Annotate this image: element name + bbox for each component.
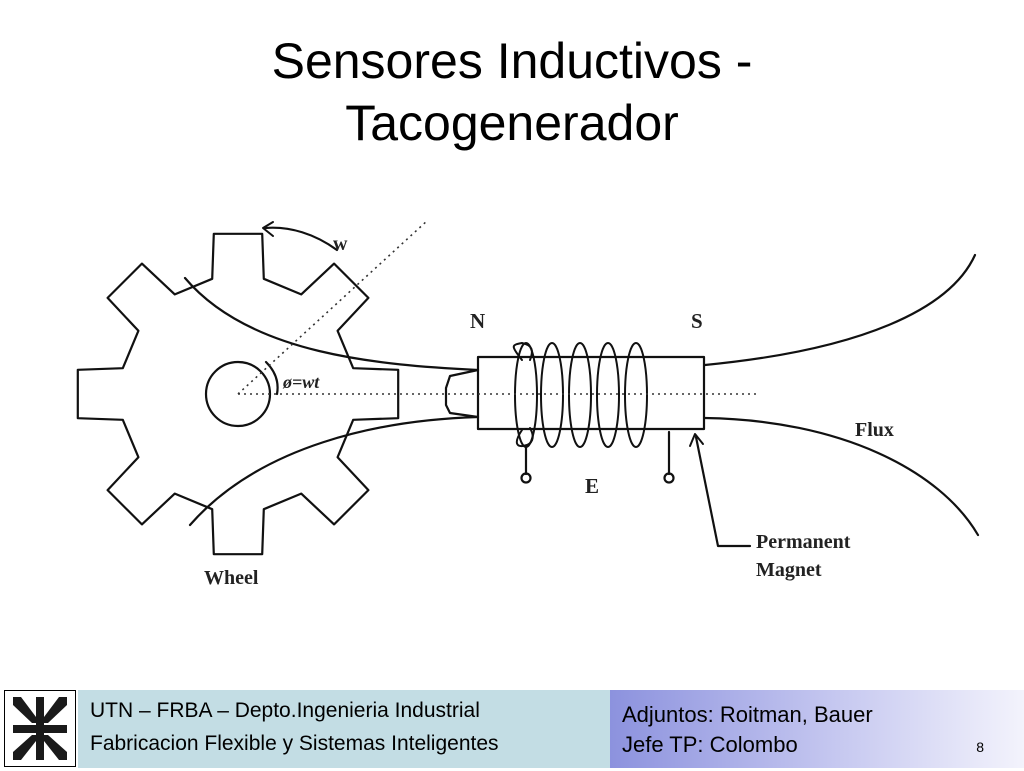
- flux-line-upper-left: [183, 276, 480, 372]
- magnet-pole-piece: [444, 368, 480, 419]
- footer-staff: Adjuntos: Roitman, Bauer Jefe TP: Colomb…: [610, 690, 1024, 768]
- flux-line-lower-left: [188, 415, 480, 527]
- label-w: w: [333, 233, 348, 255]
- label-s: S: [691, 309, 703, 333]
- permanent-magnet: [476, 355, 706, 431]
- label-n: N: [470, 309, 485, 333]
- magnet-pointer-arrow: [694, 435, 752, 548]
- title-line-2: Tacogenerador: [345, 95, 679, 151]
- footer-right-line-1: Adjuntos: Roitman, Bauer: [622, 702, 873, 727]
- slide-title: Sensores Inductivos - Tacogenerador: [0, 30, 1024, 154]
- label-magnet: Magnet: [756, 559, 822, 581]
- footer-left-line-2: Fabricacion Flexible y Sistemas Intelige…: [90, 732, 499, 755]
- label-e: E: [585, 474, 599, 498]
- rotation-arrow: [263, 226, 339, 252]
- radius-dotted-line: [237, 219, 429, 395]
- coil-terminal-left: [520, 472, 532, 484]
- footer-institution: UTN – FRBA – Depto.Ingenieria Industrial…: [78, 690, 610, 768]
- label-permanent: Permanent: [756, 531, 851, 553]
- gear-wheel: [76, 232, 400, 556]
- footer-left-line-1: UTN – FRBA – Depto.Ingenieria Industrial: [90, 699, 480, 722]
- title-line-1: Sensores Inductivos -: [271, 33, 753, 89]
- footer-right-line-2: Jefe TP: Colombo: [622, 732, 798, 757]
- tachogenerator-diagram: w ø=wt N S Flux E Wheel Permanent Magnet: [76, 219, 980, 589]
- flux-line-lower-right: [703, 416, 980, 537]
- flux-line-upper-right: [703, 253, 977, 367]
- coil-terminal-right: [663, 472, 675, 484]
- label-wheel: Wheel: [204, 567, 259, 589]
- page-number: 8: [976, 739, 984, 755]
- utn-logo: [4, 690, 76, 767]
- coil: [512, 342, 648, 448]
- label-angle: ø=wt: [282, 372, 320, 392]
- label-flux: Flux: [855, 419, 894, 441]
- angle-arc: [264, 360, 279, 396]
- utn-logo-icon: [9, 695, 71, 762]
